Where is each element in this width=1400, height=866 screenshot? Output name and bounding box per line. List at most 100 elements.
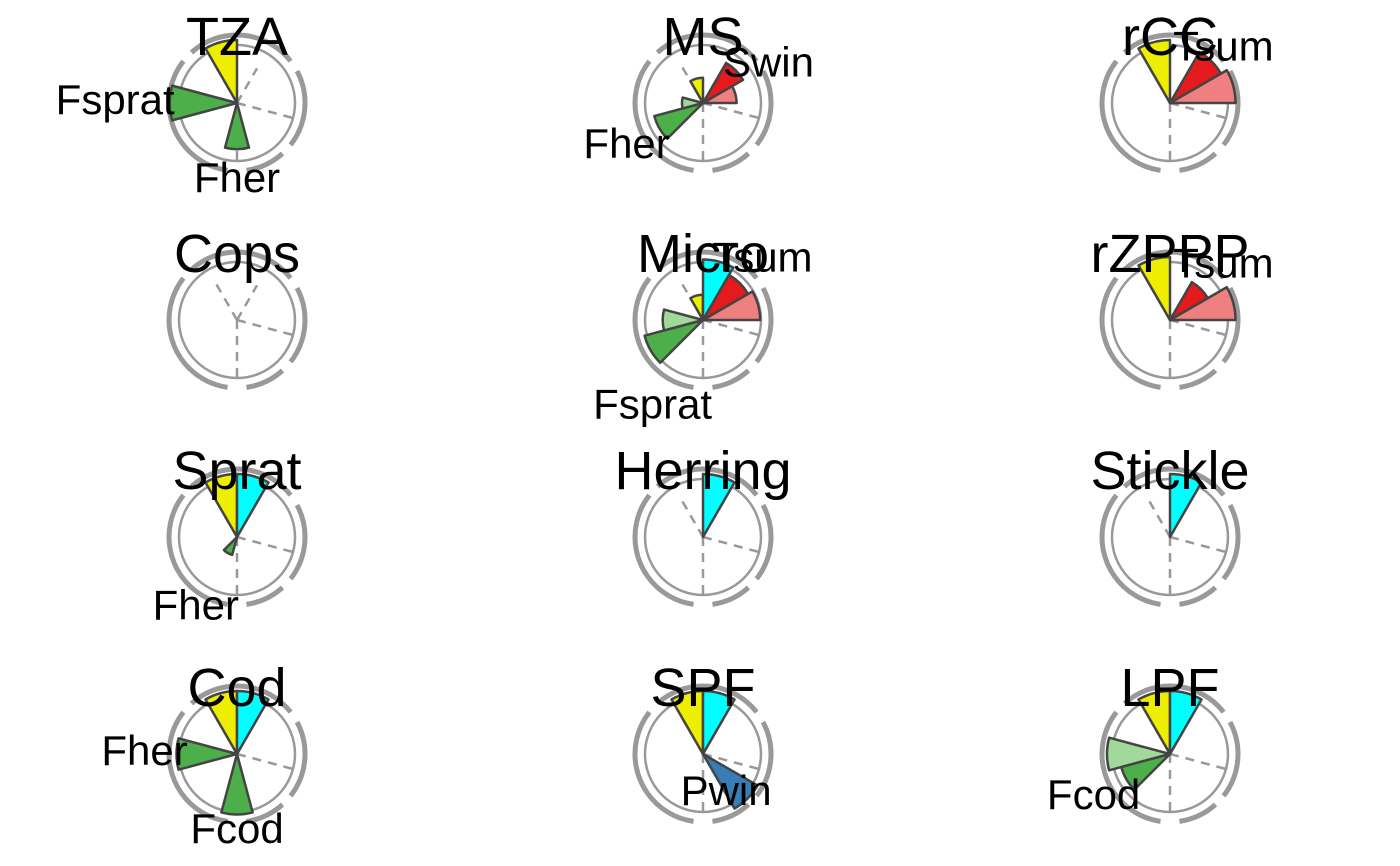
outer-ring-segment: [712, 368, 751, 390]
outer-ring-segment: [166, 305, 228, 390]
spoke-line: [1169, 752, 1229, 771]
inner-circle: [177, 260, 297, 380]
outer-ring-segment: [655, 466, 759, 497]
wedge: [1168, 68, 1237, 105]
outer-ring-segment: [246, 802, 285, 824]
wedge-label: Fcod: [190, 805, 283, 852]
outer-ring-segment: [632, 739, 694, 824]
outer-ring-segment: [655, 683, 759, 714]
panel-title: MS: [663, 7, 744, 67]
spoke-line: [680, 500, 705, 538]
panel-title: rZPPP: [1090, 224, 1249, 284]
wedge-label: Fcod: [1047, 771, 1140, 818]
outer-ring-segment: [246, 368, 285, 390]
wedge: [701, 689, 736, 756]
wedge: [680, 96, 705, 110]
wedge: [1168, 689, 1203, 756]
outer-ring-segment: [634, 710, 652, 741]
outer-ring-segment: [1101, 710, 1119, 741]
outer-ring-segment: [1101, 276, 1119, 307]
outer-ring-segment: [1099, 88, 1161, 173]
panel-title: rCC: [1122, 7, 1218, 67]
wedge: [235, 689, 270, 756]
wedge: [653, 101, 705, 140]
outer-ring-segment: [712, 585, 751, 607]
outer-ring-segment: [1099, 739, 1161, 824]
outer-ring-segment: [712, 802, 751, 824]
outer-ring-segment: [1122, 466, 1226, 497]
outer-ring-segment: [634, 493, 652, 524]
wedge: [701, 84, 738, 105]
spoke-line: [214, 283, 239, 321]
outer-ring-segment: [168, 710, 186, 741]
outer-ring-segment: [1221, 720, 1241, 798]
outer-ring-segment: [634, 276, 652, 307]
panel-title: Micro: [637, 224, 769, 284]
wedge: [643, 318, 705, 365]
panel-title: TZA: [186, 7, 288, 67]
outer-ring-segment: [632, 305, 694, 390]
wedge: [661, 308, 705, 332]
outer-ring-segment: [1221, 503, 1241, 581]
outer-ring-segment: [168, 276, 186, 307]
outer-ring-segment: [712, 151, 751, 173]
wedge: [701, 752, 759, 810]
outer-ring-segment: [288, 503, 308, 581]
outer-ring-segment: [189, 683, 293, 714]
outer-ring-segment: [1122, 32, 1226, 63]
outer-ring-segment: [1179, 585, 1218, 607]
wedge: [689, 76, 705, 105]
wedge: [168, 84, 239, 122]
outer-ring-segment: [632, 522, 694, 607]
spoke-line: [236, 535, 296, 554]
spoke-line: [236, 101, 296, 120]
panel-title: Cod: [187, 658, 286, 718]
spoke-line: [1169, 535, 1229, 554]
outer-ring-segment: [246, 151, 285, 173]
outer-ring-segment: [1179, 151, 1218, 173]
outer-ring-segment: [288, 286, 308, 364]
wedge: [222, 535, 239, 557]
outer-ring-segment: [754, 286, 774, 364]
spoke-line: [702, 535, 762, 554]
spoke-line: [1147, 500, 1172, 538]
outer-ring-segment: [168, 493, 186, 524]
outer-ring-segment: [754, 720, 774, 798]
wedge-label: Tsum: [1173, 240, 1273, 287]
wedge-label: Tsum: [1173, 23, 1273, 70]
outer-ring-segment: [754, 69, 774, 147]
spoke-line: [702, 318, 762, 337]
wedge-label: Fher: [101, 727, 187, 774]
rose-panel: LPF Fcod: [1047, 658, 1241, 824]
wedge-label: Fher: [153, 581, 239, 628]
panel-title: Stickle: [1090, 441, 1249, 501]
outer-ring-segment: [1101, 59, 1119, 90]
outer-ring-segment: [1099, 305, 1161, 390]
panel-title: SPF: [650, 658, 755, 718]
wedge: [1105, 736, 1172, 772]
outer-ring-segment: [632, 88, 694, 173]
wedge: [223, 101, 251, 151]
wedge-label: Fsprat: [593, 380, 712, 427]
inner-circle: [643, 43, 763, 163]
wedge: [1137, 38, 1172, 105]
wedge-label: Fher: [194, 154, 280, 201]
panel-title: Herring: [614, 441, 791, 501]
wedge: [235, 472, 270, 539]
outer-ring-segment: [634, 59, 652, 90]
rose-panel: Cops: [166, 224, 308, 390]
rose-panel: SPF Pwin: [632, 658, 774, 824]
rose-panel: Herring: [614, 441, 792, 607]
outer-ring-segment: [189, 466, 293, 497]
spoke-line: [1169, 318, 1229, 337]
spoke-line: [235, 67, 259, 104]
wedge: [175, 737, 239, 771]
panel-title: LPF: [1120, 658, 1219, 718]
wedge-label: Pwin: [681, 767, 772, 814]
